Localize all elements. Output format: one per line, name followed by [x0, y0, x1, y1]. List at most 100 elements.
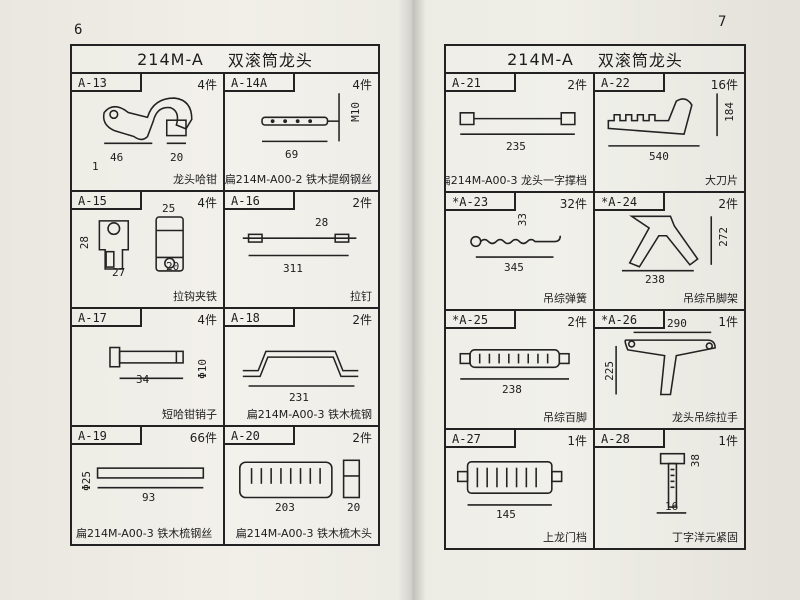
- title-name: 双滚筒龙头: [597, 51, 683, 70]
- part-code: A-14A: [225, 74, 295, 92]
- part-name: 扁214M-A00-3 龙头一字撑档: [446, 173, 587, 187]
- part-cell: A-27 1件 145 上龙门档: [446, 429, 595, 548]
- dim-label: 184: [723, 102, 736, 122]
- part-qty: 2件: [718, 196, 738, 211]
- part-drawing: [459, 349, 570, 380]
- part-cell: A-16 2件 28 311 拉钉: [225, 191, 378, 309]
- dim-label: 28: [315, 215, 329, 229]
- part-name: 上龙门档: [543, 531, 587, 544]
- part-name: 拉钉: [350, 290, 372, 303]
- dim-label: 235: [506, 140, 526, 153]
- page-number-right: 7: [718, 14, 727, 30]
- part-code: A-20: [225, 426, 295, 445]
- part-qty: 1件: [718, 315, 738, 329]
- title-code: 214M-A: [137, 49, 204, 69]
- part-code: A-21: [446, 74, 516, 92]
- part-cell: *A-24 2件 238 272 吊综吊脚架: [595, 192, 744, 311]
- dim-label: 238: [502, 383, 522, 396]
- left-parts-sheet: 214M-A 双滚筒龙头 A-13 4件 46 20 1 龙头哈钳 A-14A …: [70, 44, 380, 546]
- dim-label: 69: [285, 148, 299, 161]
- dim-label: Φ25: [80, 470, 93, 491]
- part-qty: 16件: [710, 78, 738, 92]
- part-name: 扁214M-A00-3 铁木梳钢丝: [76, 527, 213, 540]
- book-spine-shadow: [398, 0, 426, 600]
- part-drawing: [261, 93, 340, 143]
- part-qty: 2件: [352, 430, 372, 445]
- part-code: A-22: [595, 74, 665, 92]
- dim-label: 290: [667, 317, 687, 330]
- part-code: *A-25: [446, 311, 516, 329]
- part-drawing: [615, 331, 716, 396]
- dim-label: 20: [166, 259, 180, 273]
- part-code: *A-26: [595, 311, 665, 329]
- dim-label: 46: [110, 151, 124, 164]
- part-qty: 66件: [189, 430, 217, 445]
- part-name: 拉钩夹铁: [173, 290, 217, 303]
- part-drawing: [621, 215, 713, 271]
- dim-label: 34: [136, 373, 150, 386]
- dim-label: 33: [516, 212, 529, 226]
- dim-label: M10: [349, 102, 362, 122]
- title-name: 双滚筒龙头: [227, 51, 313, 70]
- part-name: 扁214M-A00-3 铁木梳木头: [235, 527, 372, 540]
- part-name: 扁214M-A00-3 铁木梳钢: [246, 407, 372, 421]
- part-name: 短哈钳销子: [162, 407, 217, 421]
- part-name: 吊综弹簧: [543, 292, 587, 305]
- part-drawing: [96, 466, 205, 488]
- part-code: *A-23: [446, 192, 516, 211]
- sheet-title: 214M-A 双滚筒龙头: [72, 46, 378, 74]
- part-cell: A-21 2件 235 扁214M-A00-3 龙头一字撑档: [446, 74, 595, 193]
- part-qty: 1件: [567, 433, 587, 448]
- part-qty: 1件: [718, 433, 738, 448]
- part-drawing: [459, 112, 576, 135]
- part-cell: A-22 16件 540 184 大刀片: [595, 74, 744, 193]
- part-cell: A-20 2件 203 20 扁214M-A00-3 铁木梳木头: [225, 426, 378, 545]
- part-qty: 2件: [352, 195, 372, 210]
- dim-label: 1: [92, 160, 99, 173]
- part-drawing: [242, 233, 357, 256]
- sheet-title: 214M-A 双滚筒龙头: [446, 46, 744, 74]
- dim-label: 27: [112, 265, 126, 279]
- part-name: 龙头吊综拉手: [672, 410, 738, 424]
- part-cell: *A-25 2件 238 吊综百脚: [446, 311, 595, 430]
- part-qty: 2件: [567, 78, 587, 92]
- part-code: A-19: [72, 426, 142, 445]
- dim-label: 231: [289, 391, 309, 404]
- part-drawing: [109, 346, 184, 380]
- part-cell: A-18 2件 231 扁214M-A00-3 铁木梳钢: [225, 309, 378, 427]
- part-code: A-13: [72, 74, 142, 92]
- dim-label: 345: [504, 260, 524, 274]
- dim-label: 203: [275, 500, 295, 514]
- title-code: 214M-A: [507, 49, 574, 69]
- part-name: 扁214M-A00-2 铁木提纲钢丝: [225, 172, 372, 186]
- part-drawing: [242, 350, 359, 387]
- part-qty: 4件: [197, 313, 217, 327]
- dim-label: 20: [170, 151, 184, 164]
- part-drawing: [607, 93, 718, 147]
- part-code: A-18: [225, 309, 295, 327]
- dim-label: 311: [283, 261, 303, 275]
- part-qty: 2件: [352, 313, 372, 327]
- part-cell: A-13 4件 46 20 1 龙头哈钳: [72, 74, 225, 192]
- dim-label: 93: [142, 490, 156, 504]
- dim-label: 25: [162, 201, 176, 215]
- part-drawing: [239, 459, 361, 498]
- part-qty: 4件: [197, 78, 217, 92]
- part-code: A-15: [72, 191, 142, 210]
- part-drawing: [102, 97, 193, 145]
- part-qty: 4件: [352, 78, 372, 92]
- part-drawing: [98, 215, 184, 272]
- part-qty: 2件: [567, 315, 587, 329]
- part-cell: A-17 4件 34 Φ10 短哈钳销子: [72, 309, 225, 427]
- part-code: A-28: [595, 429, 665, 448]
- part-code: *A-24: [595, 192, 665, 211]
- part-drawing: [470, 235, 562, 258]
- dim-label: 20: [347, 500, 361, 514]
- part-name: 吊综百脚: [543, 410, 587, 424]
- parts-grid: A-21 2件 235 扁214M-A00-3 龙头一字撑档 A-22 16件 …: [446, 74, 744, 548]
- right-parts-sheet: 214M-A 双滚筒龙头 A-21 2件 235 扁214M-A00-3 龙头一…: [444, 44, 746, 550]
- part-cell: *A-26 1件 290 225 龙头吊综拉手: [595, 311, 744, 430]
- dim-label: 38: [689, 453, 702, 467]
- dim-label: 272: [717, 226, 730, 247]
